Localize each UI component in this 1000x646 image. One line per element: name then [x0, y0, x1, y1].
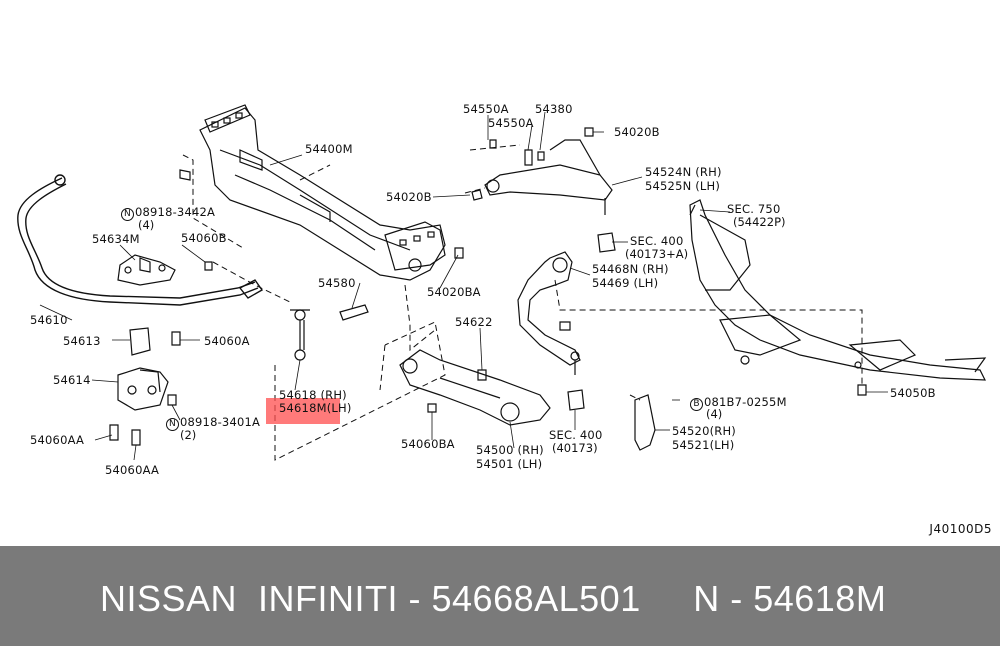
crossmember-drawing: [199, 104, 446, 281]
parts-diagram: 54550A 54380 54550A 54020B 54400M 54524N…: [17, 102, 992, 536]
bushing-drawings: [117, 254, 176, 411]
label-54060AA-2: 54060AA: [105, 463, 160, 477]
label-54469: 54469 (LH): [592, 276, 659, 290]
label-54521: 54521(LH): [672, 438, 735, 452]
label-sec400-2: SEC. 400: [549, 428, 603, 442]
footer-title: NISSAN INFINITI - 54668AL501 N - 54618M: [100, 578, 887, 619]
label-54020B-2: 54020B: [386, 190, 432, 204]
label-54524N: 54524N (RH): [645, 165, 722, 179]
label-54060AA-1: 54060AA: [30, 433, 85, 447]
b-symbol-icon: B: [690, 398, 703, 411]
label-54614: 54614: [53, 373, 91, 387]
stabilizer-link-drawing: [290, 309, 310, 361]
label-54020BA: 54020BA: [427, 285, 481, 299]
label-54525N: 54525N (LH): [645, 179, 721, 193]
label-54060A: 54060A: [204, 334, 250, 348]
label-54520: 54520(RH): [672, 424, 736, 438]
label-54550A-2: 54550A: [488, 116, 534, 130]
label-54060BA: 54060BA: [401, 437, 455, 451]
upper-link-drawing: [484, 127, 613, 215]
knuckle-bracket-drawing: [634, 394, 656, 451]
label-08918-3401A-qty: (2): [180, 428, 197, 442]
label-54580: 54580: [318, 276, 356, 290]
label-08918-3442A-qty: (4): [138, 218, 155, 232]
label-54622: 54622: [455, 315, 493, 329]
label-sec400-1-ref: (40173+A): [625, 247, 689, 261]
label-54050B: 54050B: [890, 386, 936, 400]
label-54020B-1: 54020B: [614, 125, 660, 139]
highlight-54618M: [266, 398, 340, 424]
label-54380: 54380: [535, 102, 573, 116]
label-54468N: 54468N (RH): [592, 262, 669, 276]
bushing-sec400-drawing: [567, 232, 616, 411]
diagram-drawing: [17, 104, 987, 461]
label-54610: 54610: [30, 313, 68, 327]
label-sec400-1: SEC. 400: [630, 234, 684, 248]
label-sec750: SEC. 750: [727, 202, 781, 216]
label-54400M: 54400M: [305, 142, 353, 156]
bolt-drawings: [109, 169, 867, 446]
label-54618M-lh: 54618M(LH): [279, 401, 352, 415]
label-54618-rh: 54618 (RH): [279, 388, 347, 402]
tension-rod-drawing: [517, 251, 581, 375]
n-symbol-icon: N: [166, 418, 179, 431]
footer-bar: [0, 546, 1000, 646]
member-sec750-drawing: [689, 199, 987, 381]
label-54500: 54500 (RH): [476, 443, 544, 457]
label-54550A-1: 54550A: [463, 102, 509, 116]
dashed-reference-lines: [182, 144, 863, 461]
label-sec750-ref: (54422P): [733, 215, 786, 229]
label-54501: 54501 (LH): [476, 457, 543, 471]
label-54613: 54613: [63, 334, 101, 348]
label-sec400-2-ref: (40173): [552, 441, 598, 455]
n-symbol-icon: N: [121, 208, 134, 221]
label-54060B: 54060B: [181, 231, 227, 245]
leader-lines: [39, 111, 888, 461]
label-54634M: 54634M: [92, 232, 140, 246]
lower-link-drawing: [399, 349, 551, 426]
drawing-code: J40100D5: [929, 522, 992, 536]
label-081B7-qty: (4): [706, 407, 723, 421]
